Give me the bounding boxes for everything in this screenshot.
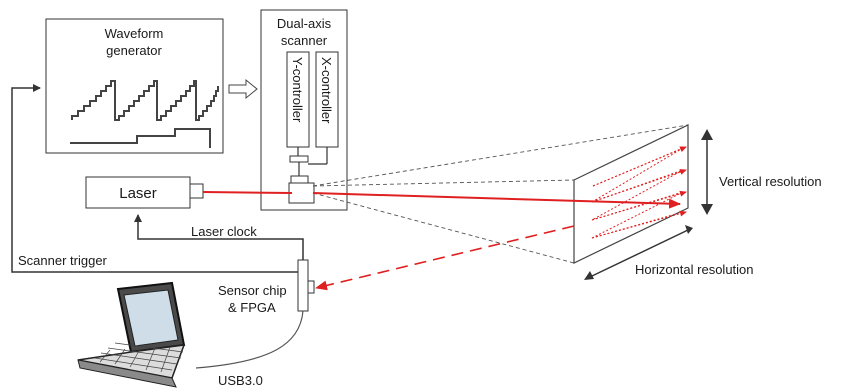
vertical-resolution-label: Vertical resolution — [719, 174, 822, 189]
x-controller-label: X-controller — [319, 57, 334, 124]
vertical-resolution-arrow — [701, 129, 713, 215]
scanner-trigger-line — [11, 84, 298, 273]
sensor-label-line2: & FPGA — [228, 300, 276, 315]
waveform-generator-subtitle: generator — [106, 43, 162, 58]
scanner-subtitle: scanner — [281, 33, 328, 48]
laser-clock-line — [134, 214, 304, 260]
usb-label: USB3.0 — [218, 373, 263, 388]
waveform-generator-title: Waveform — [105, 26, 164, 41]
step-waveform — [70, 128, 211, 148]
dual-axis-scanner: Dual-axis scanner Y-controller X-control… — [260, 9, 348, 211]
y-controller-label: Y-controller — [290, 57, 305, 123]
scanner-title: Dual-axis — [277, 16, 332, 31]
sensor-chip — [297, 259, 315, 312]
scan-mirror — [288, 182, 315, 204]
horizontal-resolution-label: Horizontal resolution — [635, 262, 754, 277]
laser-unit: Laser — [85, 176, 204, 209]
waveform-generator: Waveform generator — [45, 18, 224, 154]
laser-clock-label: Laser clock — [191, 224, 257, 239]
sensor-label-line1: Sensor chip — [218, 283, 287, 298]
laser-beam — [202, 191, 293, 194]
horizontal-resolution-arrow — [584, 225, 693, 280]
laptop-icon — [77, 281, 186, 388]
sawtooth-waveform — [71, 80, 219, 121]
target-screen — [573, 124, 689, 264]
usb-cable — [195, 310, 304, 369]
laser-label: Laser — [119, 185, 157, 202]
scanner-trigger-label: Scanner trigger — [18, 253, 108, 268]
return-beam — [315, 225, 575, 291]
scanned-beam — [312, 192, 681, 209]
hollow-arrow — [228, 78, 258, 100]
projection-lines — [312, 124, 689, 264]
